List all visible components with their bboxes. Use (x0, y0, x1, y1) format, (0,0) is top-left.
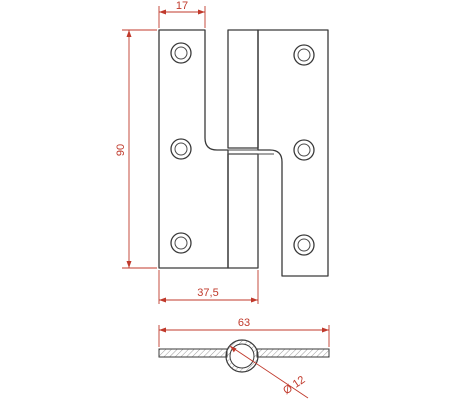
knuckle-lower (227, 153, 259, 269)
section-left-leaf (158, 348, 228, 358)
dimension-top-width: 17 (158, 0, 206, 28)
dimension-bottom-width-label: 37,5 (197, 287, 218, 299)
knuckle-upper (227, 29, 259, 149)
dimension-height: 90 (115, 29, 157, 269)
screw-hole-left-middle (170, 138, 192, 160)
dimension-height-label: 90 (115, 144, 127, 156)
dimension-overall-width: 63 (158, 317, 330, 347)
section-right-leaf (256, 348, 330, 358)
dimension-top-width-label: 17 (176, 0, 188, 12)
screw-hole-left-bottom (170, 232, 192, 254)
dimension-bottom-width: 37,5 (158, 270, 259, 304)
screw-hole-right-middle (293, 139, 315, 161)
front-view (158, 29, 329, 277)
dimension-pin-diameter-label: Ø 12 (281, 374, 307, 397)
screw-hole-right-bottom (293, 234, 315, 256)
screw-hole-left-top (170, 42, 192, 64)
left-leaf-outline (158, 29, 229, 269)
screw-hole-right-top (293, 44, 315, 66)
section-view (158, 339, 330, 373)
right-leaf-outline (257, 29, 329, 277)
dimension-overall-width-label: 63 (238, 317, 250, 329)
